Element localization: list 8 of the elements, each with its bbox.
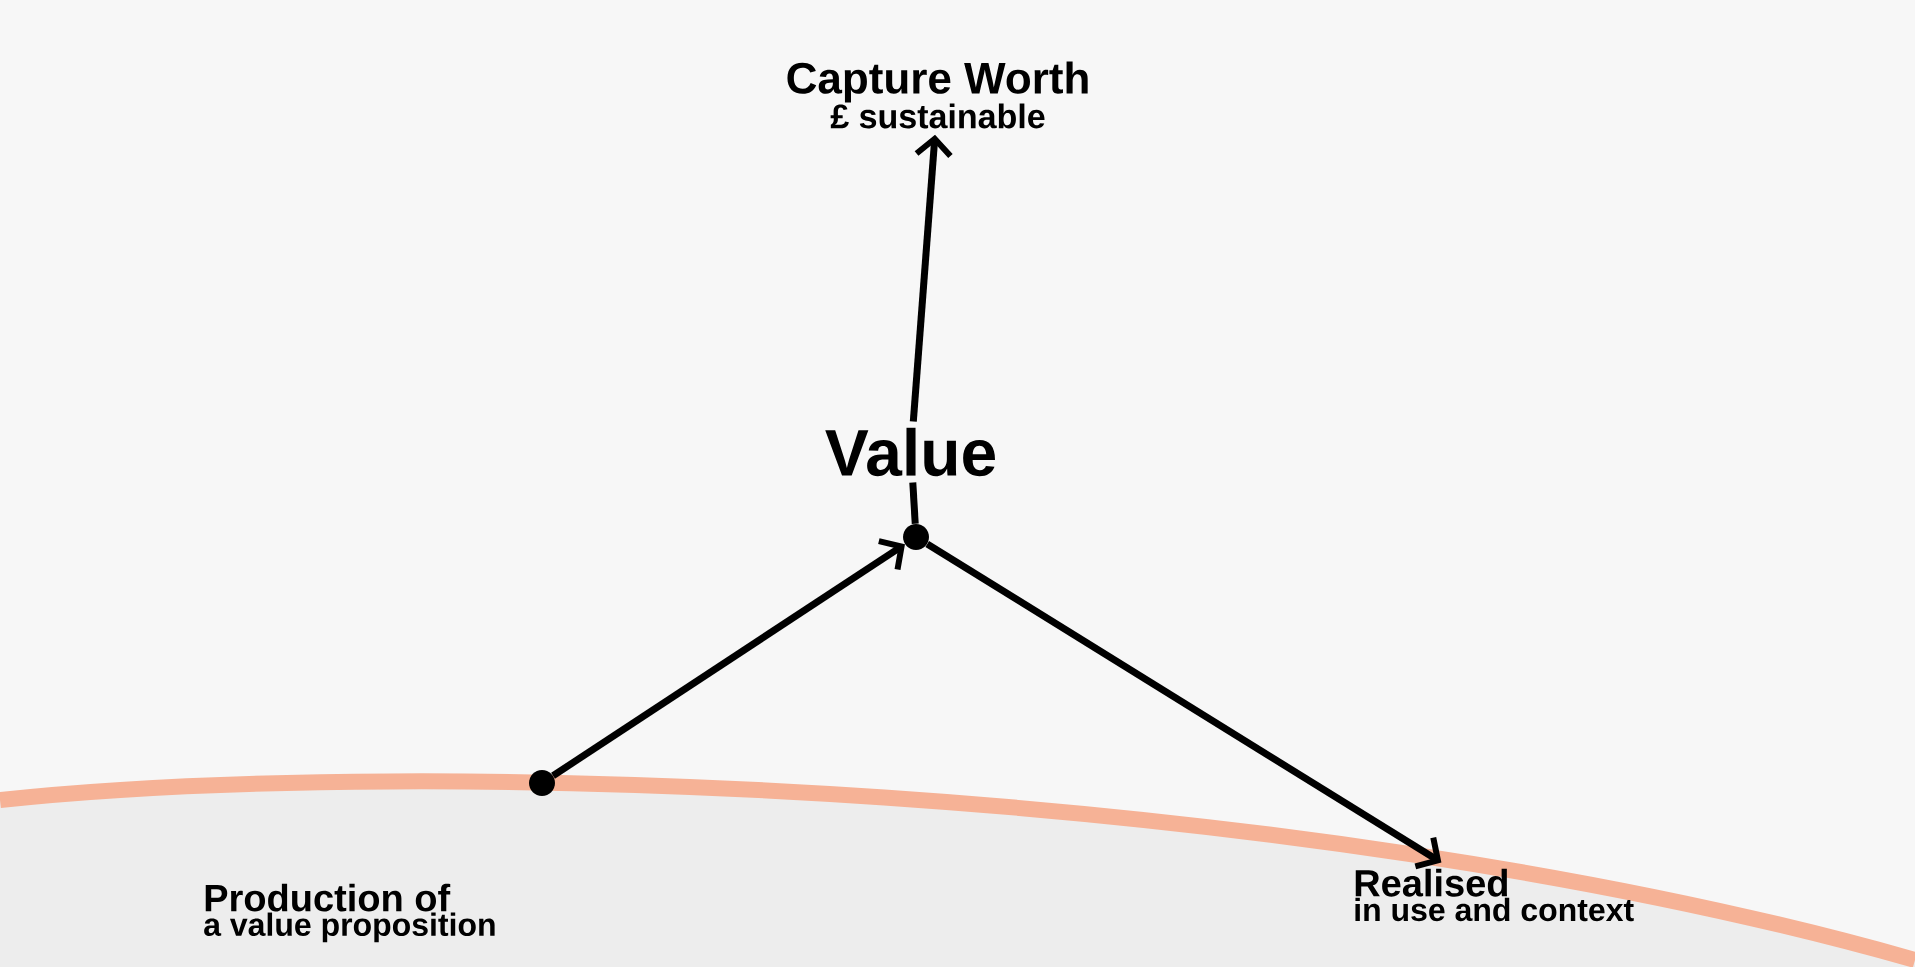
dot: [529, 770, 555, 796]
arrow: [925, 540, 1442, 870]
value-label: Value: [825, 427, 995, 477]
arrow: [551, 538, 905, 779]
outcome-label: Realised in use and context: [1355, 868, 1634, 922]
goal-label: Capture Worth £ sustainable: [787, 61, 1088, 129]
caption-label: Production of a value proposition: [204, 883, 495, 943]
dot: [903, 524, 929, 550]
